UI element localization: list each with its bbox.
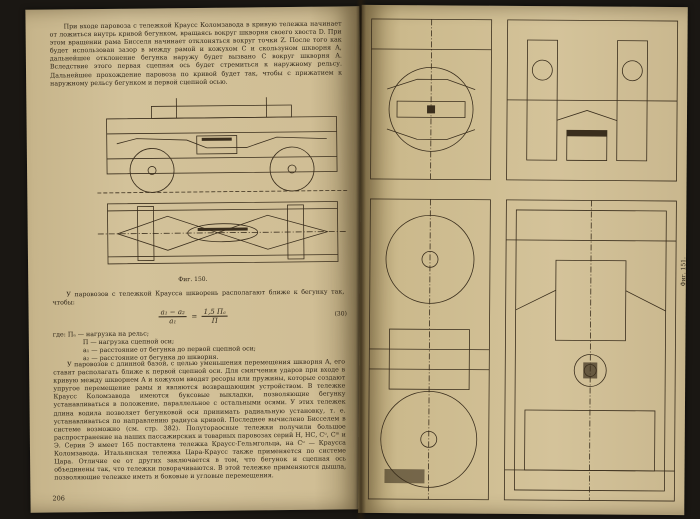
left-page: При входе паровоза с тележкой Краусс Кол… [25,6,365,513]
formula-lhs-numerator: a₁ − a₂ [158,308,187,318]
book-spine [356,0,366,519]
formula-number: (30) [334,310,347,318]
figure-150-caption: Фиг. 150. [178,275,208,284]
formula-30: a₁ − a₂ a₁ = 1,5 Пₐ Π [158,307,228,326]
right-page: Фиг. 151. [358,4,688,516]
formula-lhs-denominator: a₁ [169,317,177,326]
formula-intro: У паровозов с тележкой Краусса шкворень … [52,288,345,307]
paragraph-body: У паровозов с длинной базой, с целью уме… [53,358,347,482]
figure-151-drawing [364,9,685,511]
figure-150-drawing [96,86,348,274]
figure-151-caption: Фиг. 151. [679,257,688,287]
page-number: 206 [52,494,65,503]
formula-equals: = [189,312,200,321]
formula-rhs-numerator: 1,5 Пₐ [201,307,228,318]
formula-rhs-denominator: Π [211,316,218,325]
paragraph-top: При входе паровоза с тележкой Краусс Кол… [49,20,343,88]
